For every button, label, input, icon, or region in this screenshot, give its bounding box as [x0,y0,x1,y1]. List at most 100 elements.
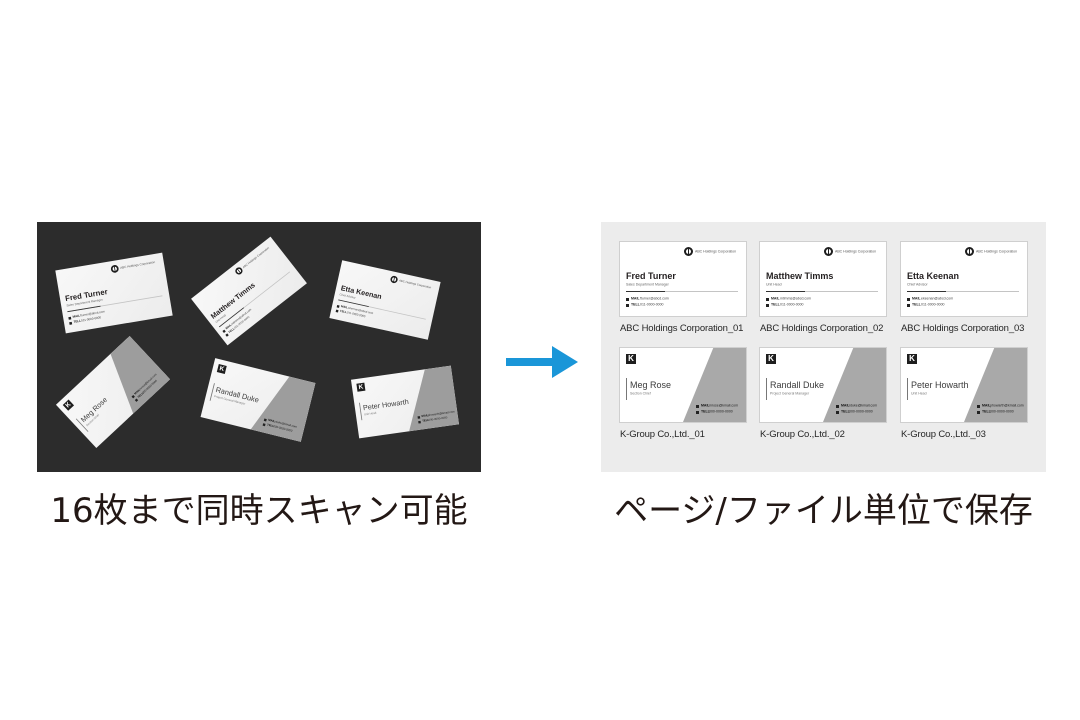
card-tel-row: TELL 000-0000-0000 [977,410,1027,414]
tel-bullet-icon [225,333,229,337]
abc-logo-icon [110,264,120,274]
card-tel-row: TELL 011-0000-0000 [225,305,265,337]
card-mail-row: MAIL fturner@abcd.com [626,297,686,301]
card-accent-line [626,378,627,400]
mail-address: fturner@abcd.com [640,297,669,301]
mail-label: MAIL [981,404,991,408]
k-group-logo-icon: K [62,399,75,411]
tel-number: 011-0000-0000 [780,303,804,307]
card-person-name: Fred Turner [626,271,676,281]
tel-label: TELL [981,410,991,414]
abc-logo-icon [824,247,833,256]
scanned-card: K Randall Duke Project General Manager M… [200,358,316,442]
kgroup-business-card: K Meg Rose Section Chief MAIL mrose@kmai… [620,348,746,422]
tel-bullet-icon [836,410,839,414]
k-group-logo-icon: K [907,354,917,364]
tel-bullet-icon [766,303,769,307]
mail-address: phowarth@kmail.com [989,404,1024,408]
card-accent-line [766,378,767,400]
mail-address: mrose@kmail.com [708,404,738,408]
abc-logo-icon [965,247,974,256]
tel-number: 000-0000-0000 [848,410,873,414]
scanned-card: ABC Holdings Corporation Matthew Timms U… [191,236,307,346]
scanned-card: ABC Holdings Corporation Fred Turner Sal… [55,252,173,334]
card-job-title: Unit Head [363,411,377,417]
mail-label: MAIL [700,404,710,408]
card-job-title: Section Chief [630,392,651,396]
tel-number: 000-0000-0000 [708,410,733,414]
mail-bullet-icon [696,404,699,408]
file-name-label: ABC Holdings Corporation_03 [901,323,1025,334]
file-name-label: K-Group Co.,Ltd._01 [620,429,705,440]
card-job-title: Project General Manager [770,392,810,396]
mail-label: MAIL [840,404,850,408]
card-tel-row: TELL 000-0000-0000 [836,410,886,414]
card-person-name: Randall Duke [770,380,825,390]
tel-bullet-icon [418,420,421,424]
scanned-card: ABC Holdings Corporation Etta Keenan Chi… [329,260,441,340]
tel-label: TELL [630,303,640,307]
abc-business-card: ABC Holdings Corporation Etta Keenan Chi… [329,260,441,340]
tel-label: TELL [72,319,81,324]
card-accent-line [907,378,908,400]
card-mail-row: MAIL ekeenan@abcd.com [907,297,967,301]
card-tel-row: TELL 011-0000-0000 [907,303,967,307]
tel-number: 011-0000-0000 [640,303,664,307]
k-group-logo-icon: K [626,354,636,364]
mail-bullet-icon [68,316,72,320]
file-name-label: ABC Holdings Corporation_02 [760,323,884,334]
card-mail-row: MAIL phowarth@kmail.com [977,404,1027,408]
kgroup-business-card: K Randall Duke Project General Manager M… [200,358,316,442]
card-job-title: Chief Advisor [907,283,928,287]
card-tel-row: TELL 000-0000-0000 [696,410,746,414]
company-logo-text: ABC Holdings Corporation [119,260,156,270]
tel-label: TELL [700,410,710,414]
mail-address: ekeenan@abcd.com [921,297,954,301]
abc-logo-icon [684,247,693,256]
save-caption: ページ/ファイル単位で保存 [614,491,1033,531]
tel-bullet-icon [977,410,980,414]
k-group-logo-icon: K [766,354,776,364]
company-logo-text: ABC Holdings Corporation [835,249,877,254]
abc-business-card: ABC Holdings Corporation Matthew Timms U… [191,236,307,346]
saved-file-item: ABC Holdings Corporation Etta Keenan Chi… [901,242,1027,334]
card-gray-band [56,336,170,448]
kgroup-business-card: K Randall Duke Project General Manager M… [760,348,886,422]
saved-file-item: K Peter Howarth Unit Head MAIL phowarth@… [901,348,1027,440]
company-logo-text: ABC Holdings Corporation [976,249,1018,254]
tel-bullet-icon [262,422,266,426]
mail-label: MAIL [72,314,80,319]
mail-label: MAIL [630,297,640,301]
mail-address: mtimms@abcd.com [780,297,811,301]
k-group-logo-icon: K [216,364,227,374]
company-logo-text: ABC Holdings Corporation [398,279,432,289]
mail-address: rduke@kmail.com [848,404,877,408]
tel-bullet-icon [69,321,73,325]
saved-file-item: K Meg Rose Section Chief MAIL mrose@kmai… [620,348,746,440]
abc-logo-icon [389,275,399,284]
mail-bullet-icon [836,404,839,408]
mail-bullet-icon [626,297,629,301]
company-logo-text: ABC Holdings Corporation [695,249,737,254]
card-person-name: Matthew Timms [766,271,834,281]
tel-label: TELL [911,303,921,307]
scanned-card: K Meg Rose Section Chief MAIL mrose@kmai… [55,335,171,449]
k-group-logo-icon: K [356,382,366,392]
scanner-bed-panel: ABC Holdings Corporation Fred Turner Sal… [37,222,481,472]
company-logo-text: ABC Holdings Corporation [242,246,270,269]
card-divider [766,290,878,292]
card-person-name: Etta Keenan [907,271,960,281]
card-person-name: Peter Howarth [911,380,969,390]
arrow-right-icon [506,346,578,378]
card-mail-row: MAIL rduke@kmail.com [836,404,886,408]
file-name-label: ABC Holdings Corporation_01 [620,323,744,334]
card-mail-row: MAIL mrose@kmail.com [696,404,746,408]
saved-file-item: ABC Holdings Corporation Fred Turner Sal… [620,242,746,334]
tel-label: TELL [840,410,850,414]
abc-business-card: ABC Holdings Corporation Fred Turner Sal… [55,252,173,334]
kgroup-business-card: K Meg Rose Section Chief MAIL mrose@kmai… [55,335,171,449]
scanned-card: K Peter Howarth Unit Head MAIL phowarth@… [350,365,460,439]
tel-bullet-icon [907,303,910,307]
saved-file-item: K Randall Duke Project General Manager M… [760,348,886,440]
file-name-label: K-Group Co.,Ltd._03 [901,429,986,440]
